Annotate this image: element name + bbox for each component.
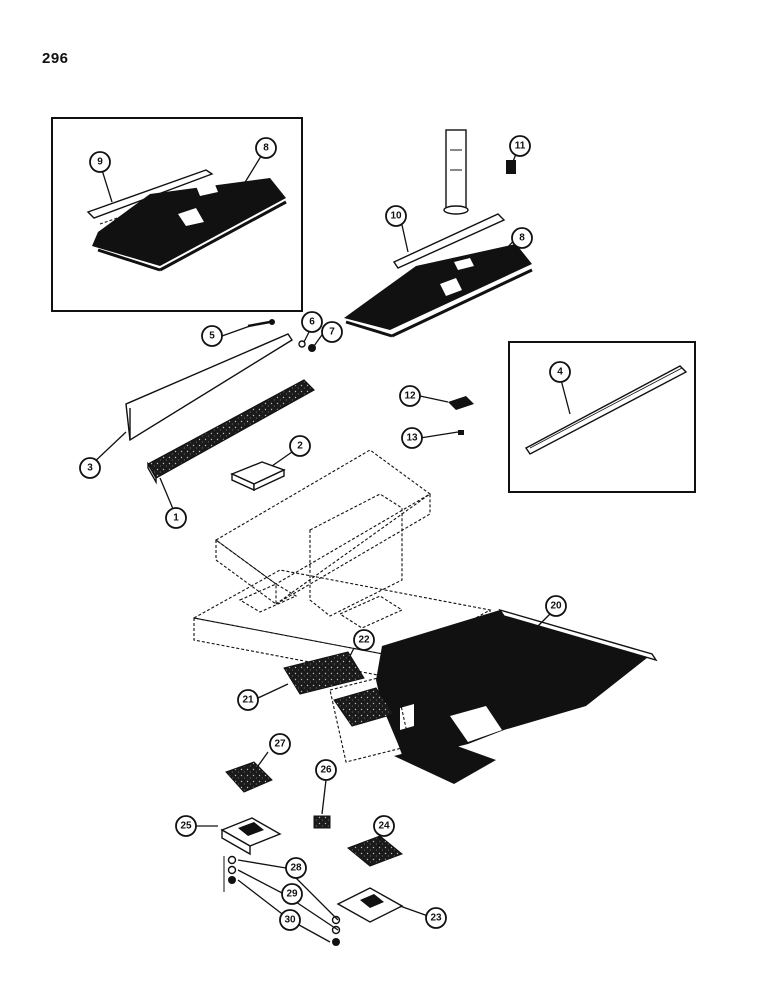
svg-text:29: 29 [286,889,298,900]
block-26-part [313,815,331,829]
callout-6: 6 [301,311,323,333]
callout-4: 4 [549,361,571,383]
svg-text:30: 30 [284,915,296,926]
bolt-5-part [247,319,275,328]
callout-7: 7 [321,321,343,343]
plate-27-part [225,761,273,793]
callout-12: 12 [399,385,421,407]
svg-text:9: 9 [97,157,103,168]
callout-30: 30 [279,909,301,931]
washer-stack-left [223,855,237,892]
callout-2: 2 [289,435,311,457]
callout-27: 27 [269,733,291,755]
inset-box-strip [508,341,696,493]
floor-mat-8-part [344,244,532,330]
callout-22: 22 [353,629,375,651]
callout-29: 29 [281,883,303,905]
svg-text:4: 4 [557,367,563,378]
inset-box-mat-and-strip [51,117,303,312]
svg-text:24: 24 [378,821,390,832]
svg-text:21: 21 [242,695,254,706]
callout-13: 13 [401,427,423,449]
insert-13-part [458,430,464,435]
callout-20: 20 [545,595,567,617]
strip-9-part [392,213,506,269]
svg-text:6: 6 [309,317,315,328]
lever-assembly [443,129,469,215]
svg-text:11: 11 [515,141,526,152]
svg-text:23: 23 [430,913,442,924]
callout-21: 21 [237,689,259,711]
page-number: 296 [42,50,69,67]
svg-text:10: 10 [390,211,402,222]
bracket-25-part [220,817,282,856]
callout-8-inset: 8 [255,137,277,159]
washer-6-part [298,340,306,348]
svg-text:8: 8 [263,143,269,154]
pad-22-part [333,687,395,727]
svg-text:2: 2 [297,441,303,452]
callout-9: 10 [385,205,407,227]
svg-text:27: 27 [274,739,286,750]
callout-23: 23 [425,907,447,929]
svg-text:28: 28 [290,863,302,874]
callout-10: 11 [509,135,531,157]
plate-3-part [125,333,293,442]
svg-text:13: 13 [406,433,418,444]
washer-stack-right [331,915,341,946]
pad-21-part [283,651,365,695]
svg-text:1: 1 [173,513,179,524]
block-2-part [230,461,286,492]
callout-8: 8 [511,227,533,249]
svg-text:25: 25 [180,821,192,832]
block-12-part [448,396,474,410]
svg-text:26: 26 [320,765,332,776]
callout-3: 3 [79,457,101,479]
callout-26: 26 [315,759,337,781]
callout-5: 5 [201,325,223,347]
svg-text:7: 7 [329,327,335,338]
callout-11: 9 [89,151,111,173]
svg-text:8: 8 [519,233,525,244]
svg-text:3: 3 [87,463,93,474]
callout-24: 24 [373,815,395,837]
callout-1: 1 [165,507,187,529]
callout-25: 25 [175,815,197,837]
svg-text:22: 22 [358,635,370,646]
clip-10-part [506,160,516,174]
plate-24-part [347,835,403,867]
callout-28: 28 [285,857,307,879]
svg-text:20: 20 [550,601,562,612]
leader-lines [89,147,571,943]
svg-text:12: 12 [404,391,416,402]
strip-4-part [524,365,688,455]
svg-text:5: 5 [209,331,215,342]
floor-mat-20-part [376,608,658,784]
